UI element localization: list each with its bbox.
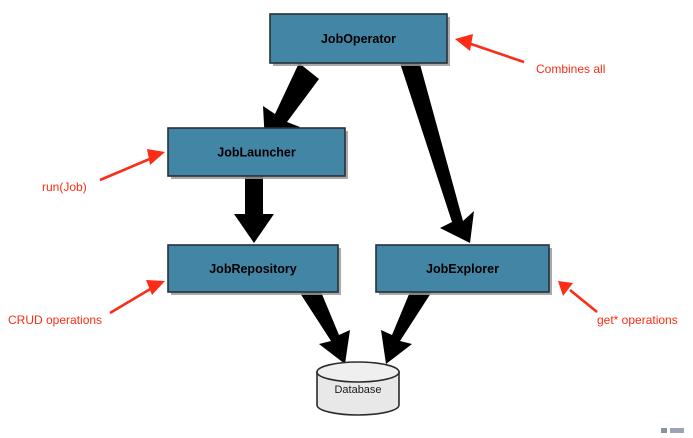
node-jobrepository-label: JobRepository [209,262,297,276]
node-jobexplorer[interactable]: JobExplorer [375,244,552,295]
connector-explorer-to-database [381,287,431,364]
node-jobexplorer-label: JobExplorer [426,262,499,276]
annotation-combines-all: Combines all [455,34,605,76]
annotation-combines-all-label: Combines all [536,62,605,76]
connector-operator-to-explorer [400,57,474,243]
annotation-get-operations: get* operations [558,281,678,327]
node-joblauncher[interactable]: JobLauncher [167,127,348,179]
annotation-crud-operations-label: CRUD operations [8,313,102,327]
annotation-run-job: run(Job) [42,149,165,194]
node-database-label: Database [334,384,381,396]
connector-launcher-to-repository [234,177,274,243]
node-joblauncher-label: JobLauncher [217,145,296,159]
node-jobrepository[interactable]: JobRepository [167,244,341,295]
connector-repository-to-database [300,287,350,364]
connector-operator-to-launcher [263,63,319,143]
annotation-crud-operations: CRUD operations [8,280,165,327]
node-joboperator[interactable]: JobOperator [269,13,450,66]
annotation-get-operations-label: get* operations [597,313,678,327]
node-database[interactable]: Database [316,361,400,416]
annotation-run-job-label: run(Job) [42,180,87,194]
node-joboperator-label: JobOperator [321,32,396,46]
page-corner-artifact [661,428,687,433]
